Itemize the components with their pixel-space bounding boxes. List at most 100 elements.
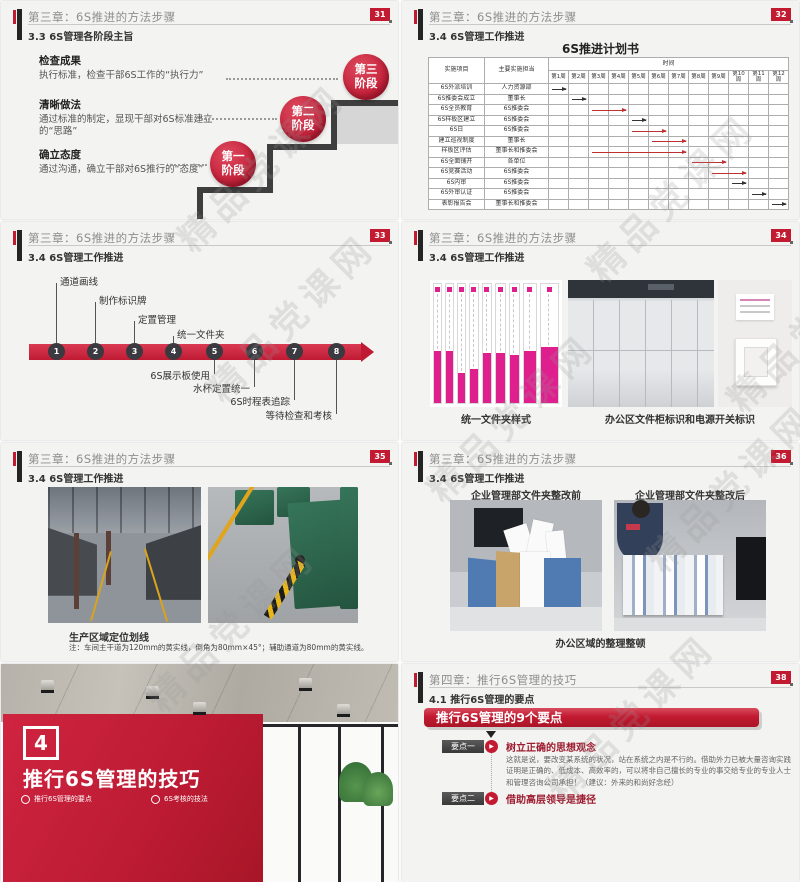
ceiling-vent — [648, 283, 675, 290]
gantt-empty-cell — [629, 199, 649, 210]
gantt-empty-cell — [709, 105, 729, 116]
gantt-empty-cell — [689, 147, 709, 158]
gantt-empty-cell — [649, 178, 669, 189]
gantt-col-item: 实施项目 — [429, 58, 485, 84]
folder-color-block — [509, 355, 519, 403]
timeline-number-circle: 6 — [246, 343, 263, 360]
section-bullet-1: 推行6S管理的要点 — [21, 794, 92, 804]
gantt-empty-cell — [589, 178, 609, 189]
stage-circle-2: 第二阶段 — [280, 96, 326, 142]
gantt-empty-cell — [749, 147, 769, 158]
page-number-badge: 38 — [771, 671, 793, 686]
timeline-stem — [336, 360, 337, 414]
section-title: 3.4 6S管理工作推进 — [28, 253, 124, 264]
folder-logo-mark — [527, 287, 533, 292]
caption-folders: 统一文件夹样式 — [461, 415, 531, 426]
caption-title: 生产区域定位划线 — [69, 633, 149, 644]
bin-wheel — [295, 555, 305, 565]
gantt-week-header: 第3周 — [589, 71, 609, 84]
gantt-item-cell: 6S外审认证 — [429, 189, 485, 200]
gantt-owner-cell: 董事长和推委会 — [485, 147, 549, 158]
point-heading-1: 树立正确的思想观念 — [506, 743, 596, 754]
gantt-empty-cell — [629, 178, 649, 189]
concrete-ceiling — [1, 664, 398, 722]
switch-rocker — [744, 347, 768, 377]
accent-bar-red — [414, 231, 417, 245]
gantt-empty-cell — [689, 105, 709, 116]
gantt-empty-cell — [609, 178, 629, 189]
gantt-empty-cell — [709, 94, 729, 105]
folder-color-block — [458, 373, 466, 403]
gantt-owner-cell: 6S推委会 — [485, 189, 549, 200]
section-title: 3.4 6S管理工作推进 — [429, 474, 525, 485]
gantt-item-cell: 6S竞赛活动 — [429, 168, 485, 179]
gantt-item-cell: 6S全员教育 — [429, 105, 485, 116]
stage-heading: 确立态度 — [39, 149, 81, 161]
gantt-empty-cell — [669, 105, 689, 116]
gantt-empty-cell — [709, 126, 729, 137]
timeline-number-circle: 4 — [165, 343, 182, 360]
gantt-empty-cell — [709, 115, 729, 126]
gantt-week-header: 第5周 — [629, 71, 649, 84]
accent-bar-black — [17, 451, 22, 482]
gantt-title: 6S推进计划书 — [562, 42, 639, 56]
timeline-number-circle: 5 — [206, 343, 223, 360]
gantt-empty-cell — [729, 94, 749, 105]
folder-spine — [469, 283, 479, 404]
gantt-empty-cell — [609, 157, 629, 168]
gantt-empty-cell — [689, 136, 709, 147]
gantt-empty-cell — [689, 178, 709, 189]
gantt-empty-cell — [729, 136, 749, 147]
stage-circle-1: 第一阶段 — [210, 141, 256, 187]
timeline-stem — [173, 336, 174, 344]
gantt-empty-cell — [749, 157, 769, 168]
gantt-empty-cell — [549, 94, 569, 105]
gantt-owner-cell: 董事长 — [485, 136, 549, 147]
gantt-empty-cell — [589, 168, 609, 179]
page-number-badge: 35 — [370, 450, 392, 465]
slide-header: 第三章：6S推进的方法步骤 3.4 6S管理工作推进 34 — [414, 229, 793, 266]
gantt-item-cell: 6S日 — [429, 126, 485, 137]
section-bullet-2: 6S考核的技法 — [151, 794, 208, 804]
ceiling-light — [146, 686, 159, 699]
folder-spine-text — [548, 294, 550, 345]
gantt-empty-cell — [769, 178, 789, 189]
bullet-circle-icon — [21, 794, 30, 804]
staircase-line — [267, 144, 273, 193]
gantt-empty-cell — [609, 84, 629, 95]
gantt-arrow — [692, 160, 727, 165]
folder-spine — [495, 283, 506, 404]
gantt-week-header: 第11周 — [749, 71, 769, 84]
ceiling-light — [41, 680, 54, 693]
bullet-circle-icon — [151, 794, 160, 804]
gantt-empty-cell — [609, 168, 629, 179]
switch-plate — [735, 338, 777, 386]
slide-34: 第三章：6S推进的方法步骤 3.4 6S管理工作推进 34 统一文件夹样式 办公… — [402, 222, 799, 440]
gantt-empty-cell — [609, 115, 629, 126]
staircase-line — [331, 100, 398, 106]
gantt-arrow — [552, 86, 567, 91]
stage-circle-3: 第三阶段 — [343, 54, 389, 100]
gantt-week-header: 第7周 — [669, 71, 689, 84]
points-banner: 推行6S管理的9个要点 — [424, 708, 759, 727]
accent-bar-black — [17, 230, 22, 261]
gantt-empty-cell — [749, 105, 769, 116]
staircase-line — [267, 144, 337, 150]
gantt-empty-cell — [649, 168, 669, 179]
timeline-stem — [56, 283, 57, 344]
gantt-empty-cell — [709, 84, 729, 95]
gantt-empty-cell — [609, 199, 629, 210]
folder-logo-mark — [447, 287, 453, 292]
folder-logo-mark — [498, 287, 504, 292]
gantt-empty-cell — [689, 115, 709, 126]
steel-post — [74, 533, 79, 610]
gantt-arrow — [652, 139, 687, 144]
gantt-empty-cell — [709, 136, 729, 147]
gantt-empty-cell — [769, 126, 789, 137]
gantt-empty-cell — [609, 189, 629, 200]
play-icon — [485, 740, 498, 753]
window-mullion — [298, 726, 301, 882]
gantt-week-header: 第8周 — [689, 71, 709, 84]
gantt-empty-cell — [729, 199, 749, 210]
folder-spine-text — [499, 294, 502, 351]
